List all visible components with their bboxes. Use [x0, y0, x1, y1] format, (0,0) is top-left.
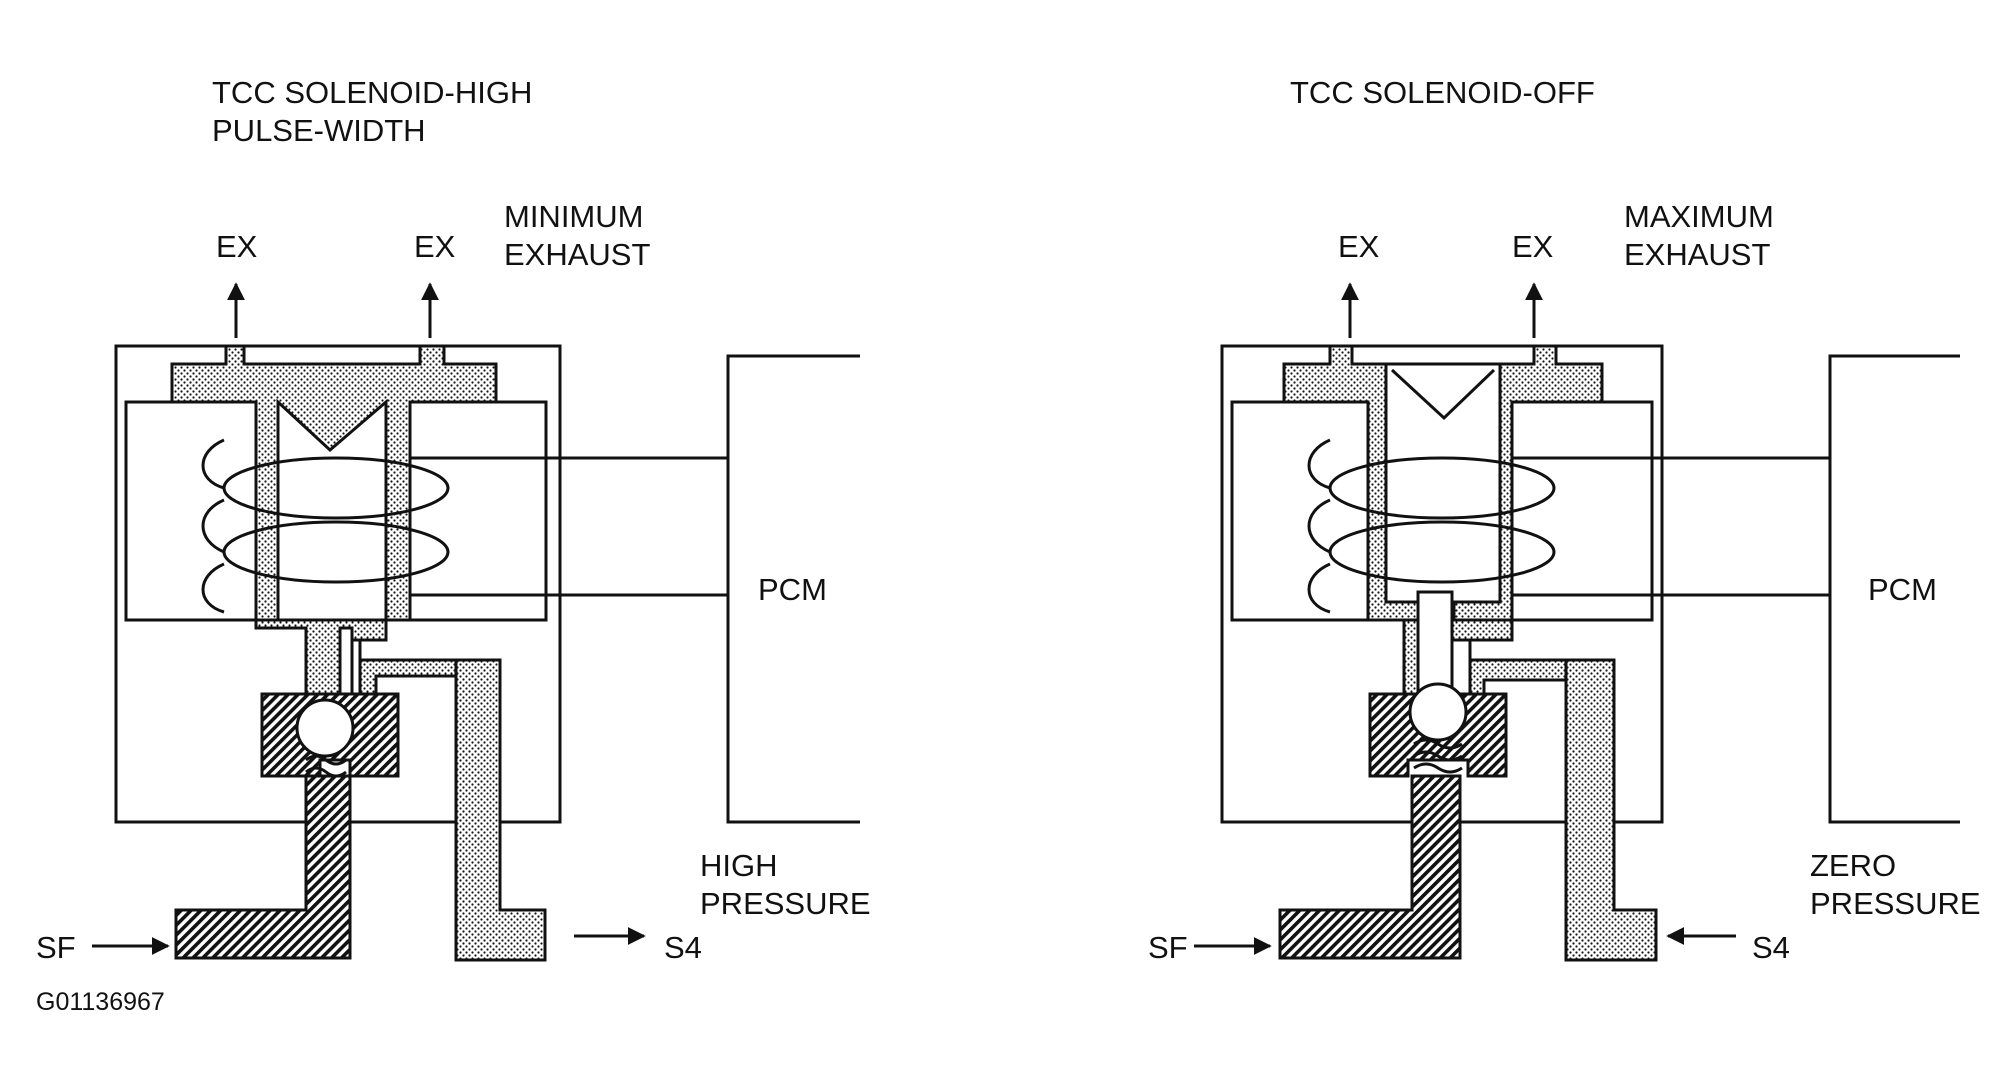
right-ex-label-2: EX — [1512, 229, 1554, 264]
right-title-line1: TCC SOLENOID-OFF — [1290, 75, 1595, 110]
left-sf-label: SF — [36, 930, 76, 965]
right-coil — [1307, 438, 1556, 614]
right-pressure-line1: ZERO — [1810, 848, 1896, 883]
left-ex-label-2: EX — [414, 229, 456, 264]
right-pcm-box — [1828, 354, 1960, 824]
right-pressure-line2: PRESSURE — [1810, 886, 1981, 921]
left-s4-leg — [454, 658, 547, 962]
left-pressure-line1: HIGH — [700, 848, 778, 883]
left-title-line2: PULSE-WIDTH — [212, 113, 426, 148]
left-s4-label: S4 — [664, 930, 702, 965]
right-s4-leg — [1564, 658, 1658, 962]
right-ex-label-1: EX — [1338, 229, 1380, 264]
right-plunger-v — [1390, 368, 1496, 421]
right-exhaust-state-line2: EXHAUST — [1624, 237, 1770, 272]
right-sf-inlet — [1278, 774, 1462, 960]
right-exhaust-state-line1: MAXIMUM — [1624, 199, 1774, 234]
left-solenoid-housing — [114, 344, 562, 824]
figure-id: G01136967 — [36, 988, 165, 1016]
left-check-ball — [295, 698, 355, 758]
left-sf-inlet — [174, 774, 352, 960]
left-panel: TCC SOLENOID-HIGH PULSE-WIDTH EX EX MINI… — [36, 75, 871, 1016]
left-ex-label-1: EX — [216, 229, 258, 264]
right-feed-orifice — [1416, 590, 1454, 696]
left-pressure-line2: PRESSURE — [700, 886, 871, 921]
left-pcm-label: PCM — [758, 572, 827, 607]
left-coil — [201, 438, 450, 614]
right-plunger-cavity — [1384, 362, 1502, 604]
right-spring — [1413, 738, 1463, 774]
left-feed-passage — [254, 618, 486, 960]
right-pcm-label: PCM — [1868, 572, 1937, 607]
left-title-line1: TCC SOLENOID-HIGH — [212, 75, 532, 110]
right-sf-label: SF — [1148, 930, 1188, 965]
right-s4-label: S4 — [1752, 930, 1790, 965]
right-solenoid-housing — [1220, 344, 1664, 824]
right-panel: TCC SOLENOID-OFF EX EX MAXIMUM EXHAUST — [1148, 75, 1981, 965]
left-pcm-box — [726, 354, 860, 824]
left-exhaust-state-line2: EXHAUST — [504, 237, 650, 272]
right-check-ball — [1408, 682, 1468, 742]
left-exhaust-state-line1: MINIMUM — [504, 199, 643, 234]
